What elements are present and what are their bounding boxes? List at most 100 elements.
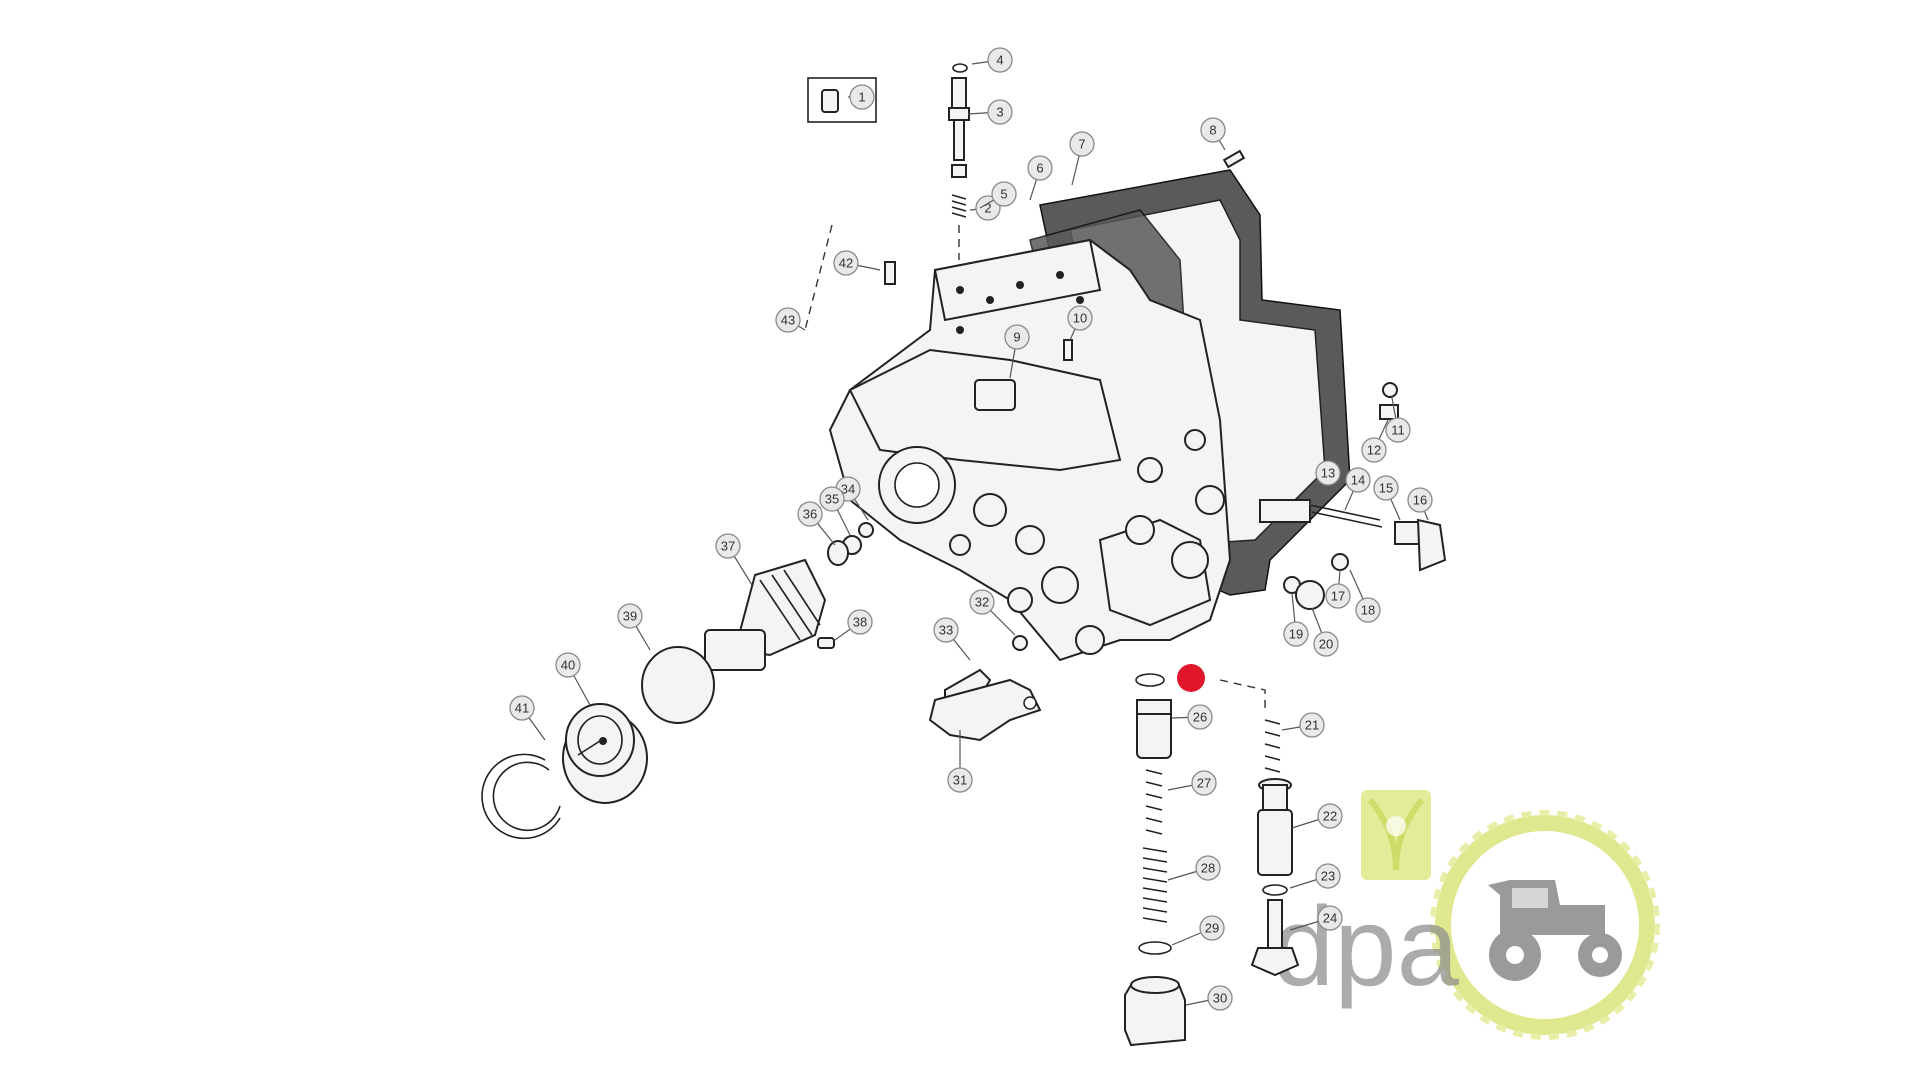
callout-27: 27 xyxy=(1167,770,1217,796)
callout-label-17: 17 xyxy=(1331,589,1345,604)
callout-label-43: 43 xyxy=(781,313,795,328)
callout-bubble-19 xyxy=(1283,621,1309,647)
callout-bubble-17 xyxy=(1325,583,1351,609)
callout-label-30: 30 xyxy=(1213,991,1227,1006)
callout-label-26: 26 xyxy=(1193,710,1207,725)
callout-label-5: 5 xyxy=(1000,187,1007,202)
tractor-icon xyxy=(1488,880,1622,981)
callout-28: 28 xyxy=(1167,855,1221,881)
spool-assembly-2-4 xyxy=(948,63,970,260)
callout-label-20: 20 xyxy=(1319,637,1333,652)
callout-bubble-7 xyxy=(1069,131,1095,157)
callout-1: 1 xyxy=(848,84,875,110)
callout-label-13: 13 xyxy=(1321,466,1335,481)
callout-35: 35 xyxy=(819,486,851,536)
callout-label-7: 7 xyxy=(1078,137,1085,152)
cartridge-assembly-34-41 xyxy=(481,522,874,840)
callout-label-6: 6 xyxy=(1036,161,1043,176)
callout-label-22: 22 xyxy=(1323,809,1337,824)
callout-bubble-16 xyxy=(1407,487,1433,513)
callout-label-37: 37 xyxy=(721,539,735,554)
callout-19: 19 xyxy=(1283,592,1309,647)
callout-23: 23 xyxy=(1289,863,1341,889)
callout-label-38: 38 xyxy=(853,615,867,630)
callout-41: 41 xyxy=(509,695,546,741)
callout-bubble-30 xyxy=(1207,985,1233,1011)
callout-6: 6 xyxy=(1027,155,1053,201)
callout-21: 21 xyxy=(1281,712,1325,738)
callout-label-11: 11 xyxy=(1391,423,1405,438)
callout-label-14: 14 xyxy=(1351,473,1365,488)
callout-13: 13 xyxy=(1309,460,1341,506)
callout-32: 32 xyxy=(969,589,1016,636)
callout-bubble-38 xyxy=(847,609,873,635)
callout-bubble-43 xyxy=(775,307,801,333)
callout-5: 5 xyxy=(979,181,1017,209)
callout-14: 14 xyxy=(1344,467,1371,511)
callout-33: 33 xyxy=(933,617,971,661)
callout-43: 43 xyxy=(775,307,806,333)
callout-bubble-14 xyxy=(1345,467,1371,493)
callout-label-4: 4 xyxy=(996,53,1003,68)
callout-10: 10 xyxy=(1067,305,1093,341)
callout-bubble-28 xyxy=(1195,855,1221,881)
callout-11: 11 xyxy=(1385,397,1411,443)
callout-bubble-36 xyxy=(797,501,823,527)
callout-30: 30 xyxy=(1185,985,1233,1011)
callout-bubble-24 xyxy=(1317,905,1343,931)
callout-20: 20 xyxy=(1311,607,1339,657)
callout-37: 37 xyxy=(715,533,753,586)
callout-bubble-40 xyxy=(555,652,581,678)
callout-24: 24 xyxy=(1289,905,1343,931)
callout-bubble-21 xyxy=(1299,712,1325,738)
fittings-11-20 xyxy=(1259,382,1447,610)
callout-31: 31 xyxy=(947,730,973,793)
callout-label-36: 36 xyxy=(803,507,817,522)
callout-bubble-20 xyxy=(1313,631,1339,657)
callout-label-32: 32 xyxy=(975,595,989,610)
callout-label-28: 28 xyxy=(1201,861,1215,876)
callout-26: 26 xyxy=(1171,704,1213,730)
callout-bubble-22 xyxy=(1317,803,1343,829)
callout-label-34: 34 xyxy=(841,482,855,497)
callout-bubble-6 xyxy=(1027,155,1053,181)
switch-bracket-31-33 xyxy=(928,635,1042,742)
callout-bubble-18 xyxy=(1355,597,1381,623)
callout-12: 12 xyxy=(1361,419,1389,463)
callout-label-10: 10 xyxy=(1073,311,1087,326)
callout-label-21: 21 xyxy=(1305,718,1319,733)
callout-bubble-5 xyxy=(991,181,1017,207)
callout-bubble-2 xyxy=(975,195,1001,221)
callout-3: 3 xyxy=(967,99,1013,125)
callout-bubble-8 xyxy=(1200,117,1226,143)
callout-22: 22 xyxy=(1291,803,1343,829)
callout-9: 9 xyxy=(1004,324,1030,379)
logo-text: dpa xyxy=(1272,884,1460,1009)
callout-bubble-42 xyxy=(833,250,859,276)
callout-label-39: 39 xyxy=(623,609,637,624)
callout-16: 16 xyxy=(1407,487,1433,521)
callout-bubble-23 xyxy=(1315,863,1341,889)
pin-42 xyxy=(884,261,896,285)
callout-label-1: 1 xyxy=(858,90,865,105)
callout-label-31: 31 xyxy=(953,773,967,788)
callout-7: 7 xyxy=(1069,131,1095,186)
callout-label-42: 42 xyxy=(839,256,853,271)
callout-label-23: 23 xyxy=(1321,869,1335,884)
wheat-icon xyxy=(1361,790,1431,880)
callout-4: 4 xyxy=(971,47,1013,73)
callout-label-18: 18 xyxy=(1361,603,1375,618)
callout-label-35: 35 xyxy=(825,492,839,507)
valve-stack-21-24 xyxy=(1219,679,1300,977)
callout-bubble-10 xyxy=(1067,305,1093,331)
callout-bubble-29 xyxy=(1199,915,1225,941)
callout-label-15: 15 xyxy=(1379,481,1393,496)
red-dot-marker xyxy=(1177,664,1205,692)
callout-29: 29 xyxy=(1171,915,1225,946)
callout-8: 8 xyxy=(1200,117,1226,151)
callout-bubble-41 xyxy=(509,695,535,721)
callout-bubble-37 xyxy=(715,533,741,559)
callout-label-33: 33 xyxy=(939,623,953,638)
callout-2: 2 xyxy=(969,195,1001,221)
